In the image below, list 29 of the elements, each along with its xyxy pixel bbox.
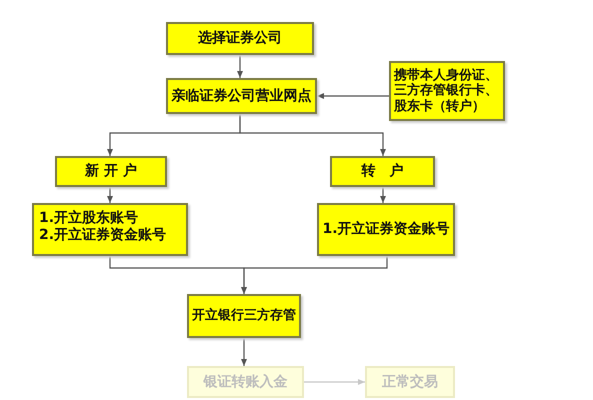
arrow <box>241 338 247 366</box>
arrow <box>107 187 113 203</box>
process-box <box>55 156 167 187</box>
step-text: 选择证券公司 <box>198 30 282 47</box>
step-text: 1.开立股东账号 <box>39 210 138 226</box>
step-text: 携带本人身份证、三方存管银行卡、股东卡（转户） <box>394 68 499 114</box>
step-text: 开立银行三方存管 <box>192 308 296 324</box>
arrow <box>237 55 243 78</box>
step-text: 1.开立证券资金账号 <box>322 221 450 238</box>
arrow <box>317 93 389 99</box>
step-text: 正常交易 <box>382 374 438 390</box>
step-text: 银证转账入金 <box>204 374 288 390</box>
process-box <box>32 203 188 256</box>
step-text: 亲临证券公司营业网点 <box>172 88 312 104</box>
arrow <box>304 379 365 385</box>
process-box <box>166 22 314 55</box>
step-text: 新 开 户 <box>85 163 137 180</box>
arrow <box>241 256 388 294</box>
process-box <box>317 203 455 256</box>
process-box <box>187 366 304 398</box>
arrow <box>380 187 386 203</box>
step-text: 转 户 <box>362 163 404 180</box>
process-box <box>365 366 455 398</box>
process-box <box>330 156 435 187</box>
note-box <box>389 61 505 121</box>
arrow <box>239 114 386 156</box>
process-box <box>187 294 301 338</box>
process-box <box>166 78 317 114</box>
step-text: 2.开立证券资金账号 <box>39 226 166 244</box>
